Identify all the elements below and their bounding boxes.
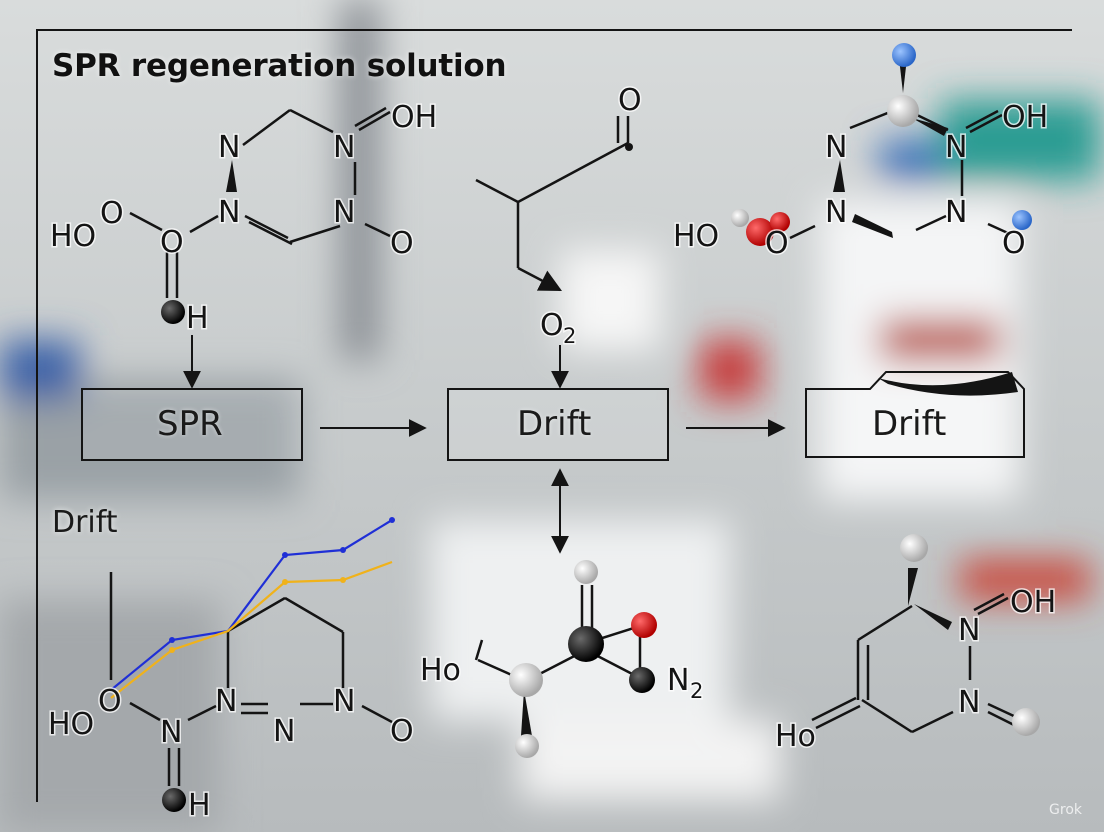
- oxygen-molecule-subscript: 2: [563, 324, 576, 348]
- atom-label: O: [98, 684, 122, 719]
- atom-label: N: [825, 130, 847, 165]
- trend-point: [169, 637, 175, 643]
- frame: [36, 29, 1072, 802]
- atom-label: H: [186, 301, 209, 336]
- atom-labels-top-right: N N OH N N O O HO: [672, 99, 1050, 263]
- atom-label: HO: [48, 707, 94, 742]
- atom-white: [887, 95, 919, 127]
- atom-label: N: [218, 130, 240, 165]
- trend-points: [169, 517, 395, 653]
- atom-white: [509, 663, 543, 697]
- atom-black: [625, 143, 633, 151]
- atom-red: [631, 612, 657, 638]
- atom-label: O: [765, 226, 789, 261]
- atom-label: OH: [1010, 585, 1056, 620]
- atom-label: O: [160, 225, 184, 260]
- atom-black: [162, 788, 186, 812]
- molecule-bottom-right: [811, 568, 1019, 734]
- atom-black: [568, 626, 604, 662]
- atom-label: N: [215, 684, 237, 719]
- flow-boxes: [81, 371, 1025, 461]
- trend-point: [340, 547, 346, 553]
- atom-label: N: [273, 714, 295, 749]
- atom-label: HO: [50, 219, 96, 254]
- watermark: Grok: [1049, 802, 1082, 818]
- box-spr: [81, 388, 303, 461]
- atom-label: O: [390, 714, 414, 749]
- atom-label: N: [333, 684, 355, 719]
- atom-label: N: [958, 685, 980, 720]
- trend-point: [169, 647, 175, 653]
- atom-label: N: [825, 195, 847, 230]
- atom-blue: [1012, 210, 1032, 230]
- flow-arrows: [183, 335, 786, 554]
- box-drift-center: [447, 388, 669, 461]
- atom-white: [515, 734, 539, 758]
- nitrogen-molecule-label: N: [667, 663, 689, 698]
- atom-label: O: [100, 196, 124, 231]
- trend-blue: [110, 519, 393, 691]
- atom-black: [161, 300, 185, 324]
- atom-label: N: [958, 613, 980, 648]
- atom-label: O: [618, 83, 642, 118]
- atom-label: N: [333, 195, 355, 230]
- atom-white: [574, 560, 598, 584]
- molecule-top-right: [789, 58, 1011, 240]
- torn-flap: [878, 372, 1018, 396]
- atom-labels-top-left: N N OH N N O O O HO H: [49, 99, 439, 338]
- trend-point: [340, 577, 346, 583]
- atom-label: O: [390, 226, 414, 261]
- molecule-bottom-center: [474, 585, 642, 736]
- trend-point: [389, 517, 395, 523]
- trend-point: [282, 552, 288, 558]
- atom-red: [746, 218, 774, 246]
- atom-labels-bottom-right: N OH N Ho: [774, 584, 1058, 756]
- atom-label: N: [160, 715, 182, 750]
- atom-white: [1012, 708, 1040, 736]
- nitrogen-molecule-subscript: 2: [690, 679, 703, 703]
- molecule-top-left: [129, 106, 391, 298]
- atom-labels-bottom-center: Ho N 2: [419, 652, 705, 705]
- atom-label: N: [945, 130, 967, 165]
- atom-blue: [892, 43, 916, 67]
- diagram-title: SPR regeneration solution: [52, 48, 507, 84]
- atom-red: [770, 212, 790, 232]
- atom-labels-top-center: O O 2: [539, 82, 644, 350]
- atom-label: H: [188, 788, 211, 823]
- atom-label: Ho: [420, 653, 461, 688]
- atom-label: N: [333, 130, 355, 165]
- trend-point: [282, 579, 288, 585]
- atom-label: OH: [1002, 100, 1048, 135]
- atom-label: N: [945, 195, 967, 230]
- atom-labels-bottom-left: O N N N N O HO H: [47, 683, 416, 825]
- atom-label: Ho: [775, 719, 816, 754]
- atom-label: O: [1002, 226, 1026, 261]
- atom-label: HO: [673, 219, 719, 254]
- molecule-bottom-left: [109, 572, 393, 786]
- oxygen-molecule-label: O: [540, 308, 564, 343]
- trend-yellow: [110, 560, 393, 699]
- molecule-top-center: [475, 116, 630, 292]
- atom-white: [900, 534, 928, 562]
- atom-white: [731, 209, 749, 227]
- atom-black: [629, 667, 655, 693]
- trend-lines: [110, 519, 393, 699]
- atom-label: N: [218, 195, 240, 230]
- atom-label: OH: [391, 100, 437, 135]
